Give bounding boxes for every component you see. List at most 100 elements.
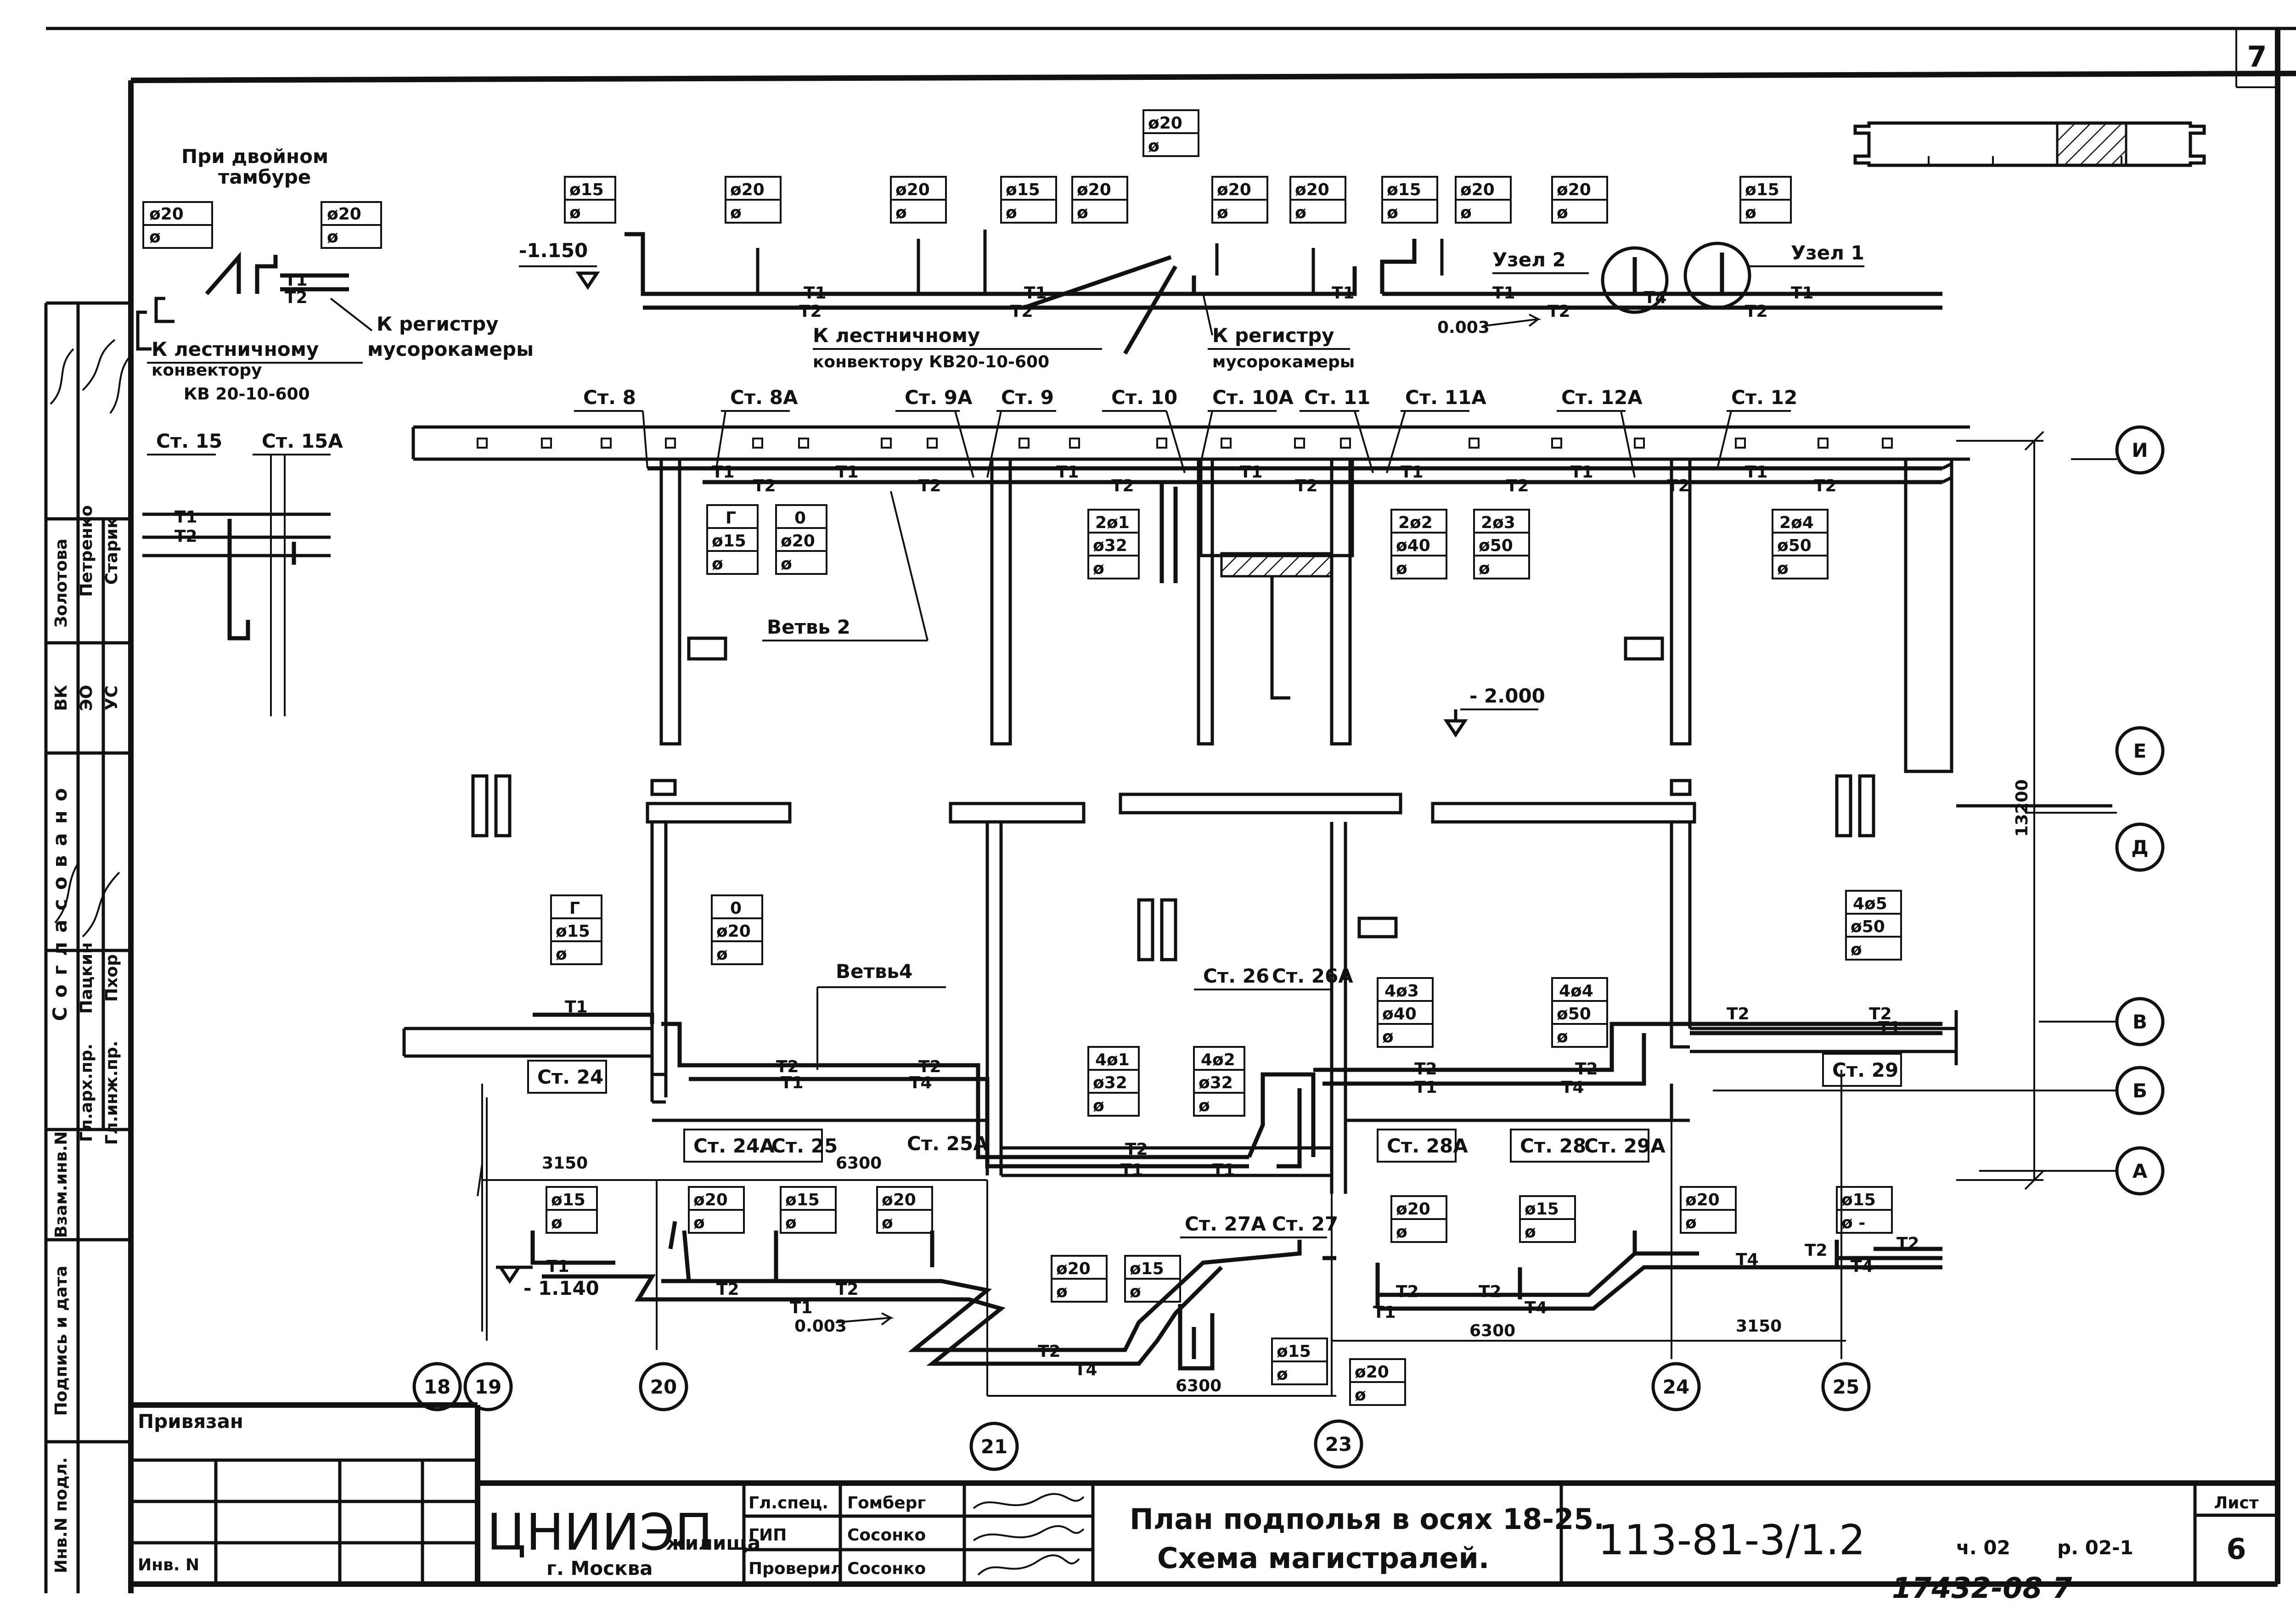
axis-bubble-v [2115, 997, 2165, 1046]
diam-box-text: ø [1093, 1096, 1104, 1115]
pipe-label: T2 [1805, 1241, 1828, 1260]
riser-label: Ст. 10 [1111, 386, 1177, 409]
pipe-label: T4 [1525, 1298, 1548, 1317]
note-garbage-left: мусорокамеры [367, 338, 534, 360]
riser-label: Ст. 9 [1001, 386, 1054, 409]
diam-box-text: ø [1217, 203, 1228, 222]
left-mini-schematic: Ст. 15 Ст. 15А T1 T2 [142, 430, 343, 716]
diam-box-text: ø [1277, 1365, 1288, 1384]
name-gomberg: Гомберг [847, 1494, 926, 1512]
axis-label: 21 [981, 1435, 1007, 1458]
pipe-label: T1 [565, 998, 588, 1017]
node-2-label: Узел 2 [1492, 248, 1566, 271]
diam-box-text: ø [1685, 1214, 1697, 1232]
diam-box-text: ø20 [1056, 1259, 1091, 1278]
pipe-label: T2 [174, 527, 197, 546]
diam-box-text: ø50 [1851, 917, 1885, 936]
pipe-label: T2 [1038, 1342, 1061, 1361]
diam-box-text: ø15 [551, 1191, 585, 1209]
pipe-label: T1 [1332, 284, 1355, 303]
diam-box-text: ø [1525, 1223, 1536, 1242]
diam-box-text: ø [1479, 559, 1490, 578]
pipe-label: T2 [1010, 302, 1033, 321]
riser-label: Ст. 27 [1272, 1213, 1338, 1235]
bottom-schematic: T1 T2 T2 T1 T2 T4 T2 T1 T2 T4 T4 T2 T4 T… [496, 1186, 1942, 1406]
branch-4-label: Ветвь4 [836, 960, 912, 983]
slope-bottom: 0.003 [794, 1317, 847, 1336]
axis-label: Е [2133, 740, 2147, 762]
dim-3150-left: 3150 [542, 1154, 588, 1173]
pipe-label: T2 [716, 1280, 739, 1299]
diam-box-text: ø [1396, 559, 1407, 578]
diam-box-text: ø15 [1277, 1342, 1311, 1361]
plan-lower-pipes: T1 T2 T1 T2 T4 T2 T1 T1 T2 T1 T2 T4 T2 T… [527, 890, 1942, 1238]
pipe-label: T2 [1575, 1060, 1598, 1079]
note-kv-mid: конвектору КВ20-10-600 [813, 353, 1049, 371]
axis-label: 19 [475, 1376, 501, 1398]
pipe-label: T2 [1667, 477, 1690, 495]
pipe-label: T2 [1396, 1282, 1419, 1301]
riser-label: Ст. 26А [1272, 965, 1353, 987]
role-gip: ГИП [748, 1526, 787, 1545]
diam-box-text: ø [1295, 203, 1306, 222]
diam-box-text: ø [785, 1214, 797, 1232]
title-line-2: Схема магистралей. [1157, 1541, 1489, 1575]
diam-box-text: ø32 [1199, 1074, 1233, 1092]
pipe-label: T1 [285, 271, 308, 290]
riser-label: Ст. 29А [1584, 1135, 1666, 1157]
riser-label: Ст. 10А [1212, 386, 1294, 409]
axis-bubble-23 [1314, 1419, 1363, 1469]
diam-box-text: ø50 [1557, 1005, 1591, 1023]
axis-label: 25 [1833, 1376, 1859, 1398]
pipe-label: T2 [1295, 477, 1318, 495]
diam-box-text: ø [1851, 940, 1862, 959]
axis-bubbles-right: И Е Д В Б А [2115, 425, 2165, 1196]
bottom-boxes: ø15 ø ø20 ø ø15 ø ø20 ø ø20 ø ø15 ø ø15 … [546, 1186, 1893, 1406]
diam-box-text: ø15 [1387, 180, 1421, 199]
diam-box-text: Г [569, 899, 580, 918]
diam-box-text: ø [1382, 1028, 1394, 1046]
dim-13200: 13200 [2013, 779, 2032, 837]
archive-number: 17432-08 7 [1892, 1571, 2072, 1600]
diam-box-text: ø20 [716, 922, 751, 941]
diam-box-text: 4ø1 [1095, 1051, 1130, 1069]
title-block: Привязан Инв. N ЦНИИЭП жилища г. Москва … [131, 1402, 2278, 1602]
sheet-label: Лист [2214, 1494, 2258, 1512]
pipe-label: T1 [1414, 1078, 1437, 1097]
diam-box-text: ø20 [882, 1191, 916, 1209]
riser-label: Ст. 25А [907, 1132, 988, 1155]
sheet-frame: 7 [46, 27, 2296, 1593]
diam-box-text: 2ø2 [1398, 513, 1433, 532]
note-stair-mid: К лестничному [813, 324, 980, 347]
diam-box-text: ø15 [556, 922, 590, 941]
pipe-label: T1 [1492, 284, 1515, 303]
diam-box-text: ø40 [1382, 1005, 1417, 1023]
diam-box-text: ø20 [149, 205, 184, 224]
diam-box-text: ø20 [781, 532, 815, 551]
side-agreed: Согласовано [49, 779, 71, 1021]
level-bottom: - 1.140 [523, 1277, 599, 1299]
riser-label: Ст. 9А [905, 386, 973, 409]
diam-box-text: ø [716, 945, 728, 964]
pipe-label: T4 [1851, 1257, 1874, 1276]
attached-label: Привязан [138, 1410, 243, 1433]
diam-box-text: ø [1093, 559, 1104, 578]
diam-box-text: ø20 [730, 180, 765, 199]
axis-bubble-24 [1651, 1362, 1701, 1411]
branch-2-label: Ветвь 2 [767, 616, 850, 638]
side-role-2: ЭО [77, 685, 96, 711]
basement-plan: 13200 - 2.000 [402, 425, 2117, 1396]
plan-top-boxes: Г ø15 ø 0 ø20 ø 2ø1 ø32 ø 2ø2 ø40 ø 2ø3 … [706, 504, 1829, 579]
axis-label: 18 [424, 1376, 450, 1398]
diam-box-text: ø [556, 945, 567, 964]
diam-box-text: ø20 [1355, 1363, 1389, 1382]
slope-top: 0.003 [1437, 318, 1490, 337]
pipe-label: T4 [1736, 1250, 1759, 1269]
pipe-label: T1 [781, 1074, 804, 1092]
diam-box-text: ø15 [1525, 1200, 1559, 1219]
name-sosonko-1: Сосонко [847, 1526, 926, 1545]
axis-bubble-25 [1821, 1362, 1871, 1411]
diam-box-text: 4ø5 [1853, 894, 1887, 913]
